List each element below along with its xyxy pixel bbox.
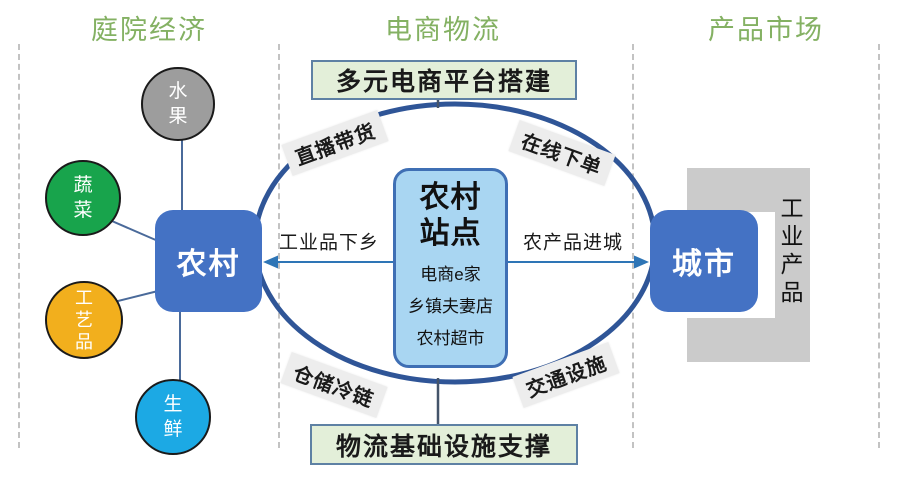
arrow-head-left (263, 255, 278, 269)
product-label-vegetable: 蔬菜 (73, 175, 93, 221)
section-divider-left-inner (278, 44, 280, 448)
hub-title-line2: 站点 (419, 217, 482, 250)
section-divider-right-inner (632, 44, 634, 448)
product-label-craft: 工艺品 (75, 288, 93, 352)
product-circle-vegetable: 蔬菜 (45, 160, 121, 236)
section-header-product-market: 产品市场 (708, 15, 824, 45)
hub-items: 电商e家 乡镇夫妻店 农村超市 (396, 259, 505, 355)
hub-title-line1: 农村 (419, 181, 482, 214)
infrastructure-support-box: 物流基础设施支撑 (310, 424, 578, 465)
node-rural: 农村 (155, 210, 262, 312)
section-header-courtyard-economy: 庭院经济 (91, 15, 207, 45)
rural-station-hub: 农村 站点 电商e家 乡镇夫妻店 农村超市 (393, 168, 508, 368)
flow-label-industrial-goods-to-countryside: 工业品下乡 (278, 232, 380, 254)
section-header-ecommerce-logistics: 电商物流 (385, 15, 501, 45)
platform-support-box: 多元电商平台搭建 (311, 60, 577, 100)
section-divider-right-outer (878, 44, 880, 448)
arrow-head-right (634, 255, 649, 269)
product-circle-fresh: 生鲜 (135, 379, 211, 455)
hub-item-rural-supermarket: 农村超市 (416, 329, 485, 348)
flow-label-agricultural-products-to-city: 农产品进城 (522, 232, 624, 254)
node-city: 城市 (650, 210, 758, 312)
connector-vegetable (104, 217, 159, 242)
hub-item-ecommerce-home: 电商e家 (420, 265, 481, 284)
industrial-products-bracket (687, 168, 810, 362)
product-label-fruit: 水果 (168, 81, 188, 127)
section-divider-left-outer (18, 44, 20, 448)
hub-title: 农村 站点 (396, 180, 505, 252)
product-label-fresh: 生鲜 (163, 394, 183, 440)
industrial-products-label: 工业产品 (780, 195, 804, 305)
product-circle-craft: 工艺品 (45, 281, 123, 359)
product-circle-fruit: 水果 (141, 67, 215, 141)
hub-item-town-shop: 乡镇夫妻店 (408, 297, 493, 316)
